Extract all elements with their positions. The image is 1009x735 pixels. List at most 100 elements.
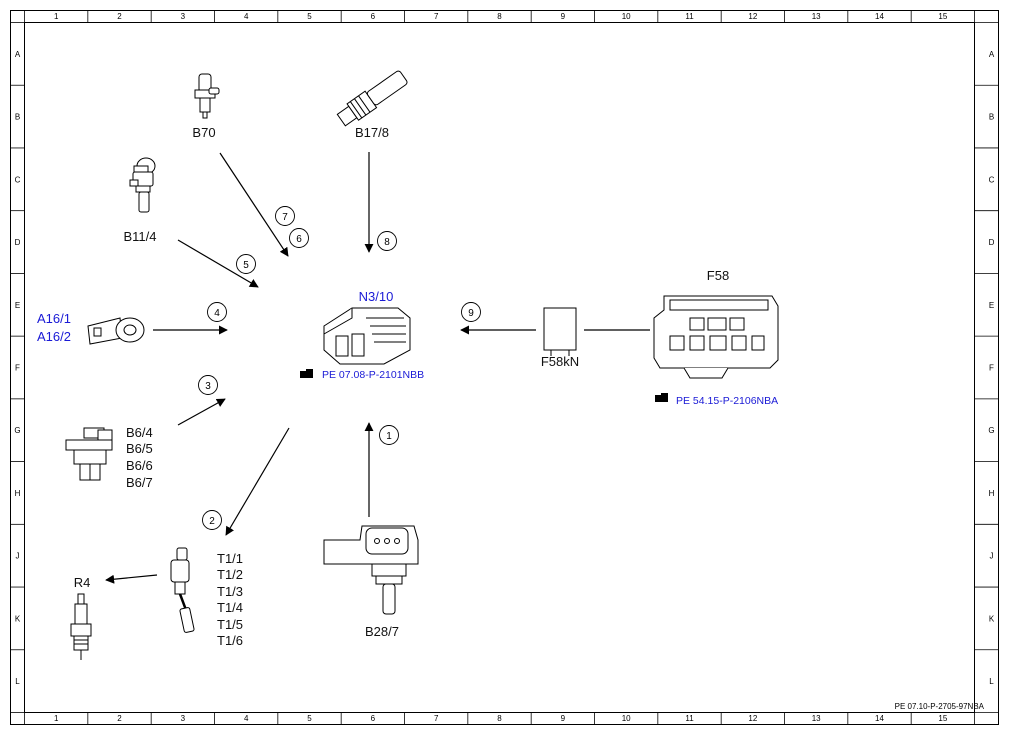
label-t1-1: T1/1 [217, 551, 243, 566]
signal-9: 9 [468, 308, 474, 319]
ruler-row-left: L [15, 677, 20, 686]
label-r4: R4 [74, 575, 91, 590]
signal-numbers: 1 2 3 4 5 6 7 8 9 [205, 212, 474, 527]
label-b28-7: B28/7 [365, 624, 399, 639]
signal-3: 3 [205, 381, 211, 392]
label-a16-2: A16/2 [37, 329, 71, 344]
ruler-row-left: E [15, 301, 20, 310]
label-a16-1: A16/1 [37, 311, 71, 326]
signal-number-markers [198, 206, 481, 530]
ruler-column-top: 14 [875, 12, 884, 21]
label-b6-7: B6/7 [126, 475, 153, 490]
ruler-column-top: 2 [117, 12, 122, 21]
ruler-row-right: D [989, 238, 995, 247]
drawing-frame [10, 10, 999, 725]
ruler-column-bottom: 6 [371, 714, 376, 723]
ruler-column-top: 8 [497, 12, 502, 21]
ruler-row-left: J [16, 552, 20, 561]
ruler-column-top: 12 [748, 12, 757, 21]
ruler-labels: 1122334455667788991010111112121313141415… [14, 12, 994, 723]
arrow-r4 [105, 574, 158, 584]
ruler-column-top: 1 [54, 12, 59, 21]
b17-8-sensor-icon [336, 70, 408, 127]
ruler-column-top: 7 [434, 12, 439, 21]
document-reference: PE 07.10-P-2705-97NBA [895, 702, 985, 711]
ruler-row-right: J [990, 552, 994, 561]
ruler-column-bottom: 10 [622, 714, 631, 723]
ruler-column-top: 13 [812, 12, 821, 21]
t1-ignition-coil-icon [170, 547, 195, 633]
signal-arrows [105, 152, 650, 584]
ruler-column-top: 5 [307, 12, 312, 21]
label-b6-4: B6/4 [126, 425, 153, 440]
signal-4: 4 [214, 308, 220, 319]
arrow-b11-4 [177, 239, 259, 288]
ruler-column-top: 3 [181, 12, 186, 21]
ruler-column-bottom: 8 [497, 714, 502, 723]
ruler-column-bottom: 1 [54, 714, 59, 723]
ruler-column-top: 6 [371, 12, 376, 21]
ruler-row-left: C [15, 175, 21, 184]
ruler-row-left: K [15, 614, 21, 623]
arrow-b6 [177, 398, 226, 426]
ruler-column-top: 9 [561, 12, 566, 21]
ruler-row-right: A [989, 50, 995, 59]
signal-7: 7 [282, 212, 288, 223]
label-b17-8: B17/8 [355, 125, 389, 140]
signal-5: 5 [243, 260, 249, 271]
ruler-column-bottom: 9 [561, 714, 566, 723]
arrow-b70 [219, 152, 289, 257]
signal-6: 6 [296, 234, 302, 245]
ruler-row-left: B [15, 113, 20, 122]
label-b6-5: B6/5 [126, 441, 153, 456]
label-b70: B70 [192, 125, 215, 140]
label-f58kn: F58kN [541, 354, 579, 369]
ruler-row-right: G [988, 426, 994, 435]
ruler-column-top: 15 [938, 12, 947, 21]
ruler-row-left: F [15, 364, 20, 373]
ruler-row-right: K [989, 614, 995, 623]
ruler-column-top: 4 [244, 12, 249, 21]
ruler-column-bottom: 5 [307, 714, 312, 723]
ruler-column-bottom: 11 [685, 714, 694, 723]
ruler-column-bottom: 7 [434, 714, 439, 723]
f58-fuse-box-icon [653, 295, 779, 379]
ruler-column-bottom: 14 [875, 714, 884, 723]
link-n3-10-ref[interactable]: PE 07.08-P-2101NBB [322, 369, 424, 381]
ruler-row-right: E [989, 301, 994, 310]
label-t1-2: T1/2 [217, 567, 243, 582]
b11-4-sensor-icon [129, 157, 156, 213]
n3-10-ecu-icon [323, 307, 411, 365]
ruler-column-bottom: 3 [181, 714, 186, 723]
link-f58-ref[interactable]: PE 54.15-P-2106NBA [676, 395, 778, 407]
ruler-column-bottom: 15 [938, 714, 947, 723]
ruler-ticks [10, 10, 999, 725]
r4-spark-plug-icon [70, 593, 92, 660]
ruler-row-left: A [15, 50, 21, 59]
ruler-row-right: B [989, 113, 994, 122]
ruler-column-bottom: 13 [812, 714, 821, 723]
ruler-column-bottom: 2 [117, 714, 122, 723]
label-t1-4: T1/4 [217, 600, 243, 615]
signal-2: 2 [209, 516, 215, 527]
signal-8: 8 [384, 237, 390, 248]
label-b11-4: B11/4 [123, 229, 156, 244]
label-b6-6: B6/6 [126, 458, 153, 473]
label-t1-3: T1/3 [217, 584, 243, 599]
ruler-column-bottom: 12 [748, 714, 757, 723]
label-t1-6: T1/6 [217, 633, 243, 648]
ruler-row-right: F [989, 364, 994, 373]
label-n3-10: N3/10 [359, 289, 394, 304]
b70-sensor-icon [194, 73, 220, 119]
b6-camshaft-sensor-icon [65, 427, 113, 481]
ruler-row-right: L [989, 677, 994, 686]
b28-7-pressure-sensor-icon [323, 525, 419, 615]
ruler-column-top: 11 [685, 12, 694, 21]
signal-1: 1 [386, 431, 392, 442]
ruler-column-bottom: 4 [244, 714, 249, 723]
arrow-t1 [225, 427, 290, 536]
a16-knock-sensor-icon [87, 317, 145, 345]
component-labels: B70 B17/8 B11/4 A16/1 A16/2 N3/10 PE 07.… [37, 125, 778, 648]
label-t1-5: T1/5 [217, 617, 243, 632]
